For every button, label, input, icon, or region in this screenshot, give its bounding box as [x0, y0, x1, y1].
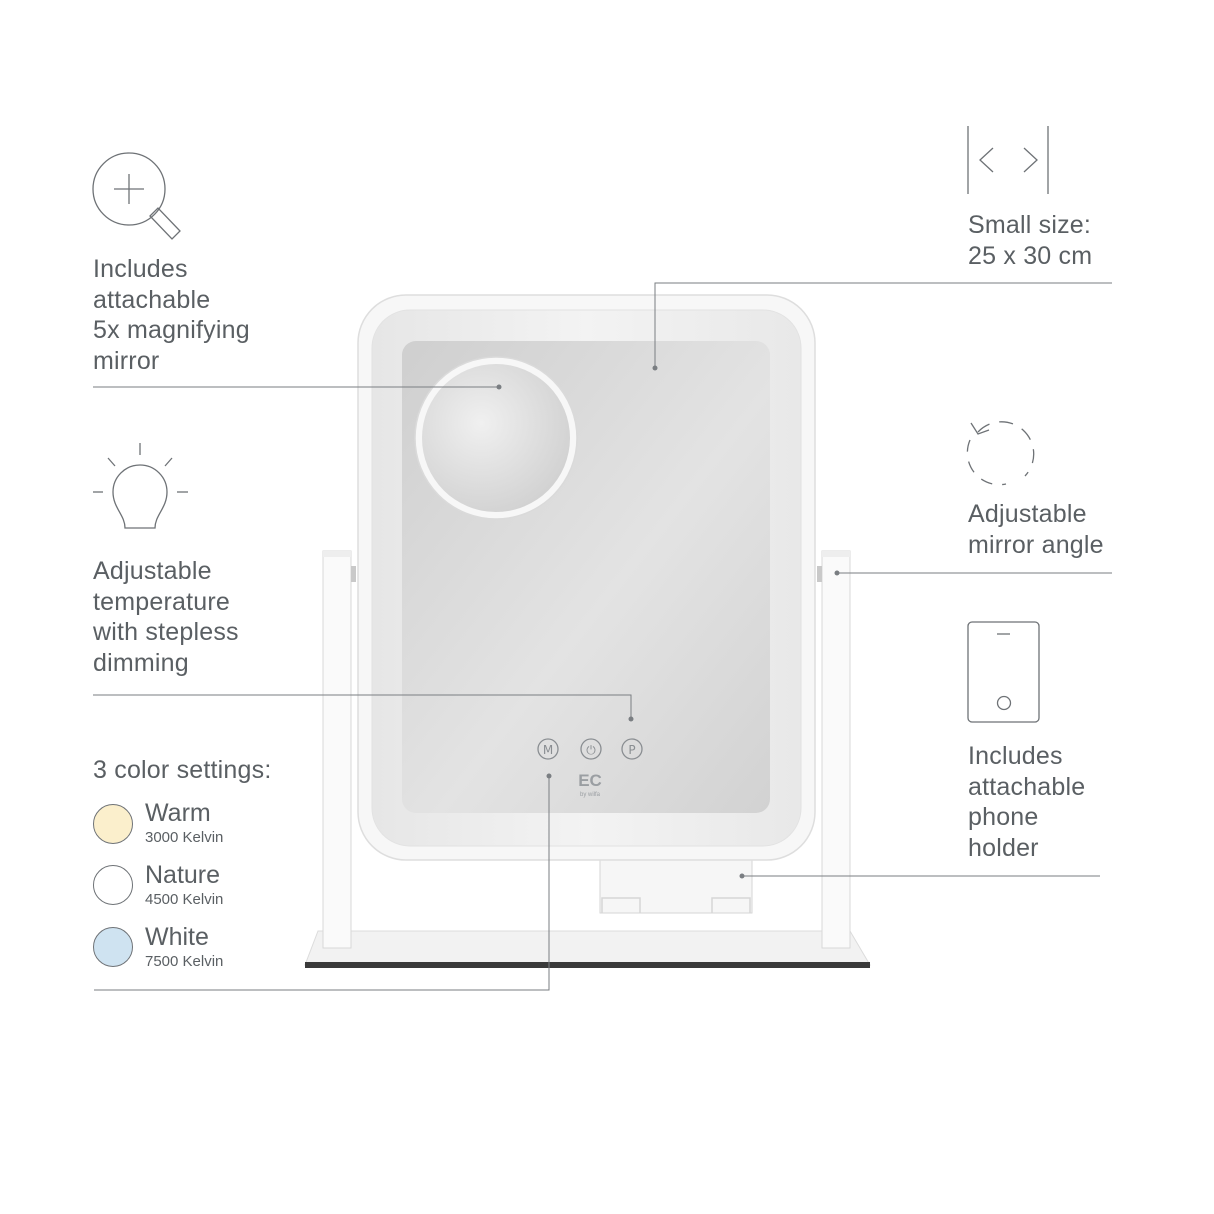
feature-magnifier-line: attachable	[93, 285, 211, 314]
brand-logo: EC	[578, 771, 602, 790]
feature-temperature-text: Adjustable temperature with stepless dim…	[93, 556, 239, 678]
magnifying-mirror	[414, 356, 578, 520]
power-button[interactable]	[580, 738, 602, 760]
feature-size-line: 25 x 30 cm	[968, 241, 1093, 270]
mode-button-label: M	[543, 743, 553, 757]
feature-size-text: Small size: 25 x 30 cm	[968, 210, 1092, 271]
swatch-white-name: White	[145, 923, 209, 951]
swatch-warm-kelvin: 3000 Kelvin	[145, 829, 224, 846]
touch-buttons	[537, 738, 643, 760]
feature-size-line: Small size:	[968, 211, 1092, 239]
mirror-stand-posts	[322, 550, 851, 949]
feature-phone-line: holder	[968, 833, 1039, 862]
feature-temperature-line: Adjustable	[93, 557, 212, 585]
swatch-white-kelvin: 7500 Kelvin	[145, 953, 224, 970]
width-arrows-icon	[967, 126, 1049, 194]
power-button-label: ⏻	[586, 743, 596, 757]
color-settings-title: 3 color settings:	[93, 756, 272, 784]
preset-button-label: P	[628, 743, 635, 757]
magnifier-plus-icon	[92, 152, 181, 240]
light-bulb-icon	[93, 443, 188, 529]
feature-angle-line: mirror angle	[968, 530, 1104, 559]
rotate-icon	[966, 421, 1035, 486]
swatch-nature-name: Nature	[145, 861, 221, 889]
feature-phone-line: phone	[968, 803, 1039, 831]
feature-angle-line: Adjustable	[968, 500, 1087, 528]
feature-magnifier-text: Includes attachable 5x magnifying mirror	[93, 254, 250, 376]
feature-angle-text: Adjustable mirror angle	[968, 499, 1104, 560]
swatch-nature	[93, 865, 133, 905]
feature-magnifier-line: Includes	[93, 255, 188, 283]
feature-temperature-line: with stepless	[93, 618, 239, 646]
mode-button[interactable]	[537, 738, 559, 760]
feature-temperature-line: temperature	[93, 587, 230, 616]
swatch-white	[93, 927, 133, 967]
leader-dots	[496, 365, 840, 879]
feature-temperature-line: dimming	[93, 648, 189, 677]
mirror-base	[304, 930, 871, 968]
swatch-warm-name: Warm	[145, 799, 211, 827]
feature-phone-text: Includes attachable phone holder	[968, 741, 1085, 863]
feature-magnifier-line: 5x magnifying	[93, 316, 250, 344]
feature-phone-line: attachable	[968, 772, 1086, 801]
phone-icon	[967, 621, 1040, 723]
leader-lines	[93, 282, 1112, 991]
phone-holder-part	[599, 850, 753, 914]
brand-sub: by wilfa	[580, 792, 601, 798]
feature-phone-line: Includes	[968, 742, 1063, 770]
preset-button[interactable]	[621, 738, 643, 760]
swatch-nature-kelvin: 4500 Kelvin	[145, 891, 224, 908]
feature-magnifier-line: mirror	[93, 346, 160, 375]
swatch-warm	[93, 804, 133, 844]
